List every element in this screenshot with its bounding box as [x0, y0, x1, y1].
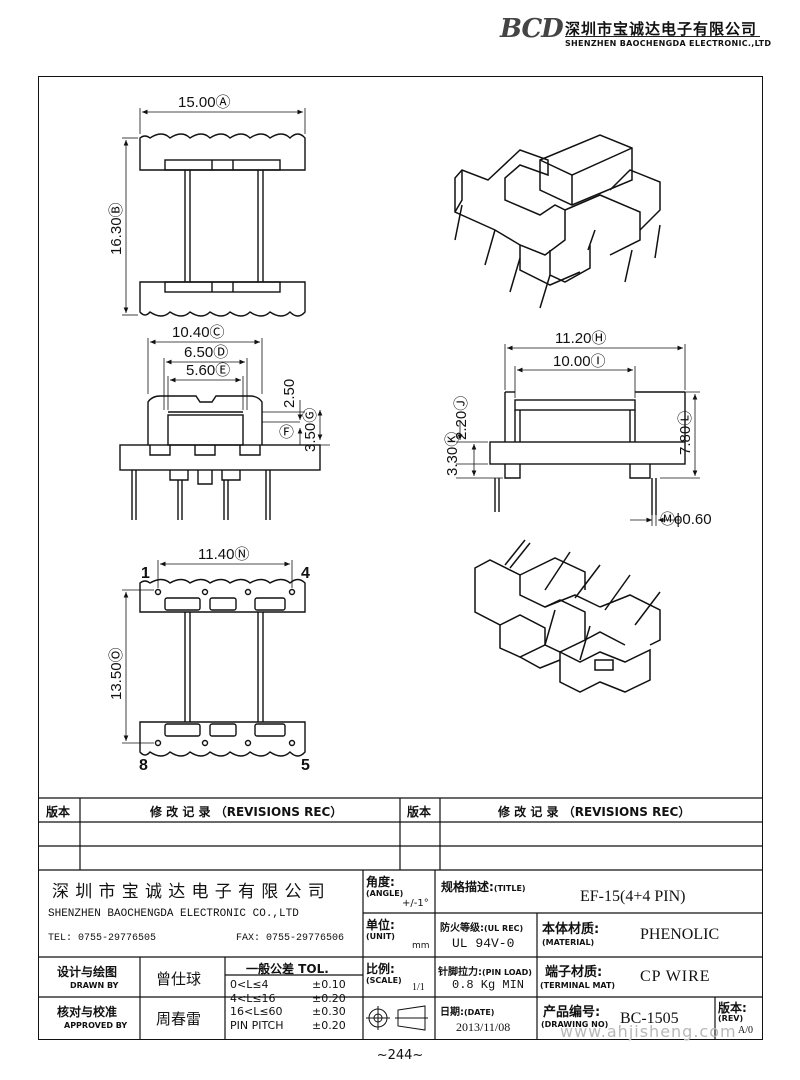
projection-symbol	[366, 1005, 428, 1031]
titleblock-company-cn: 深 圳 市 宝 诚 达 电 子 有 限 公 司	[52, 882, 326, 901]
unit-label-en: (UNIT)	[366, 932, 395, 941]
approved-by-label: 核对与校准	[57, 1005, 118, 1019]
dim-H: 11.20Ⓗ	[555, 330, 606, 347]
header-divider	[565, 36, 760, 37]
angle-value: +/-1°	[402, 898, 429, 909]
titleblock-tel: TEL: 0755-29776505	[48, 933, 157, 944]
drawing-no-value: BC-1505	[620, 1010, 679, 1027]
scale-label: 比例:	[366, 962, 395, 976]
rev-label-en: (REV)	[718, 1014, 744, 1023]
terminal-label-en: (TERMINAL MAT)	[540, 981, 616, 990]
tolerance-row: 0<L≤4±0.10	[230, 978, 346, 991]
date-value: 2013/11/08	[456, 1020, 511, 1034]
title-label: 规格描述:	[441, 880, 494, 894]
rev-value: A/0	[738, 1025, 753, 1036]
side-view	[489, 391, 686, 515]
pinload-value: 0.8 Kg MIN	[452, 978, 525, 992]
front-view	[119, 395, 321, 520]
title-block-grid	[38, 797, 763, 1040]
pin-1-label: 1	[141, 565, 150, 582]
terminal-label: 端子材质:	[545, 965, 603, 980]
revision-version-header-1: 版本	[46, 805, 71, 819]
titleblock-company-en: SHENZHEN BAOCHENGDA ELECTRONIC CO.,LTD	[48, 908, 299, 920]
dim-O: 13.50Ⓞ	[108, 647, 125, 700]
material-label: 本体材质:	[542, 922, 600, 937]
dim-E: 5.60Ⓔ	[186, 362, 230, 379]
dim-K: 3.30Ⓚ	[444, 432, 461, 476]
ul-label: 防火等级:	[440, 923, 484, 934]
terminal-value: CP WIRE	[640, 968, 711, 985]
angle-label-en: (ANGLE)	[366, 889, 404, 898]
dim-A: 15.00Ⓐ	[178, 94, 231, 111]
company-logo: BCD	[500, 14, 564, 44]
pinload-label-en: (PIN LOAD)	[482, 968, 532, 977]
dim-M: Ⓜ	[660, 511, 675, 528]
dim-F-value: 2.50	[281, 379, 298, 408]
drawn-by-value: 曾仕球	[156, 972, 202, 988]
dim-B: 16.30Ⓑ	[108, 202, 125, 255]
dim-F: Ⓕ	[279, 424, 294, 441]
page-number: ~244~	[376, 1048, 424, 1063]
rev-label: 版本:	[718, 1001, 747, 1015]
date-label-en: (DATE)	[464, 1008, 495, 1017]
revision-record-header-2: 修 改 记 录 （REVISIONS REC）	[498, 805, 691, 819]
dim-J: 2.20Ⓙ	[453, 396, 470, 440]
isometric-view-bottom	[474, 539, 661, 693]
pinload-label: 针脚拉力:	[438, 967, 482, 978]
dim-L: 7.80Ⓛ	[677, 411, 694, 455]
top-view	[139, 133, 306, 317]
revision-version-header-2: 版本	[407, 805, 432, 819]
scale-label-en: (SCALE)	[366, 976, 402, 985]
title-label-en: (TITLE)	[493, 884, 526, 893]
material-label-en: (MATERIAL)	[542, 938, 595, 947]
dim-C: 10.40Ⓒ	[172, 324, 225, 341]
pin-5-label: 5	[301, 757, 310, 774]
pin-8-label: 8	[139, 757, 148, 774]
dim-D: 6.50Ⓓ	[184, 344, 228, 361]
header-company-cn: 深圳市宝诚达电子有限公司	[565, 20, 758, 38]
titleblock-fax: FAX: 0755-29776506	[236, 933, 345, 944]
drawing-no-label-en: (DRAWING NO)	[541, 1020, 609, 1029]
approved-by-label-en: APPROVED BY	[64, 1021, 128, 1030]
unit-label: 单位:	[366, 918, 395, 932]
tolerance-title: 一般公差 TOL.	[246, 962, 329, 976]
dim-N: 11.40Ⓝ	[198, 546, 249, 563]
tolerance-table: 0<L≤4±0.10 4<L≤16±0.20 16<L≤60±0.30 PIN …	[230, 978, 346, 1032]
approved-by-value: 周春雷	[156, 1012, 202, 1028]
drawing-frame	[38, 76, 763, 1040]
dim-G: 3.50Ⓖ	[302, 408, 319, 452]
pin-4-label: 4	[301, 565, 310, 582]
bottom-view	[139, 578, 306, 757]
watermark: www.ahjisheng.com	[560, 1022, 737, 1041]
ul-label-en: (UL REC)	[484, 924, 524, 933]
drawn-by-label-en: DRAWN BY	[70, 981, 119, 990]
isometric-view-top	[454, 134, 661, 309]
date-label: 日期:	[440, 1007, 464, 1018]
scale-value: 1/1	[412, 982, 425, 993]
angle-label: 角度:	[366, 875, 395, 889]
drawn-by-label: 设计与绘图	[57, 965, 118, 979]
material-value: PHENOLIC	[640, 926, 720, 943]
tolerance-row: 4<L≤16±0.20	[230, 991, 346, 1005]
ul-value: UL 94V-0	[452, 936, 515, 951]
tolerance-row: 16<L≤60±0.30	[230, 1005, 346, 1018]
header-company-en: SHENZHEN BAOCHENGDA ELECTRONIC.,LTD	[565, 39, 772, 48]
dim-I: 10.00Ⓘ	[553, 353, 606, 370]
tolerance-row: PIN PITCH±0.20	[230, 1018, 346, 1032]
unit-value: mm	[412, 941, 430, 951]
title-value: EF-15(4+4 PIN)	[580, 888, 686, 905]
drawing-no-label: 产品编号:	[543, 1005, 601, 1020]
revision-record-header-1: 修 改 记 录 （REVISIONS REC）	[150, 805, 343, 819]
dim-M-value: ϕ0.60	[674, 511, 712, 528]
